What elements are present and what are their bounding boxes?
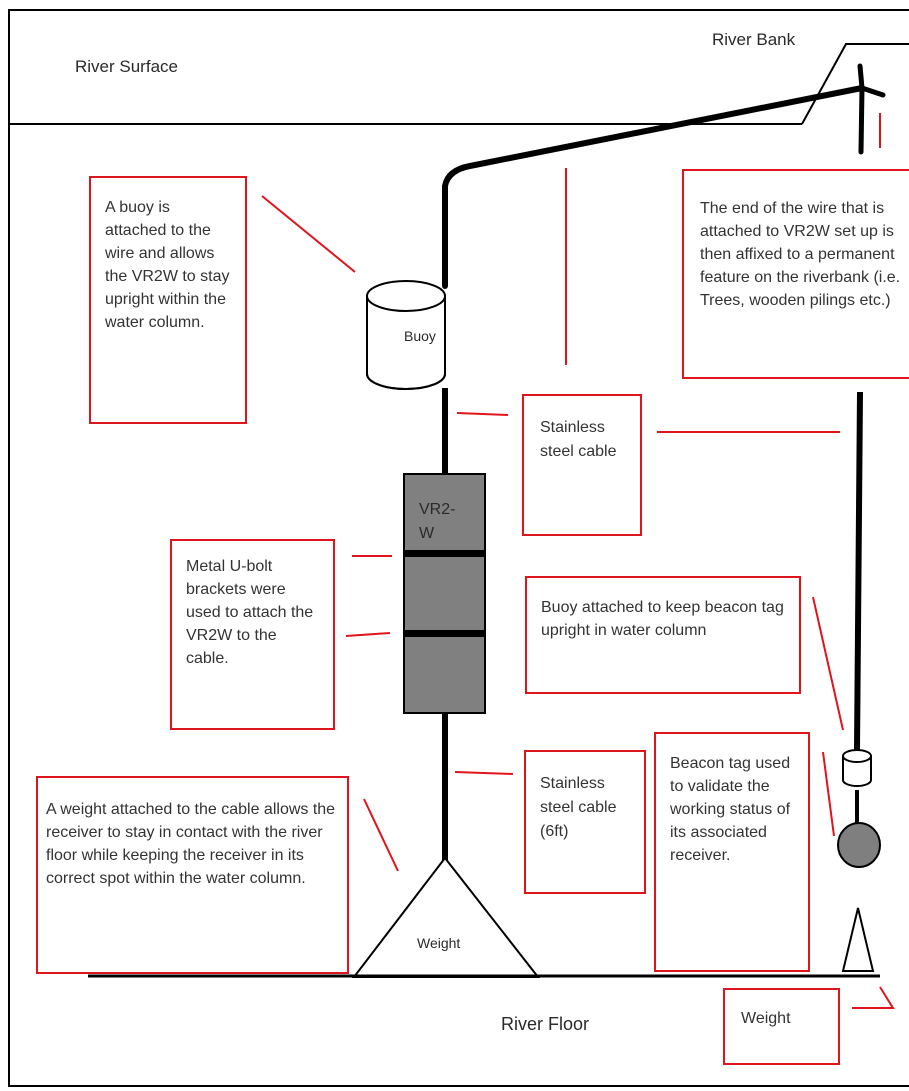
callout-small-weight: Weight	[723, 988, 840, 1065]
callout-cable-upper-text: Stainless steel cable	[540, 419, 617, 460]
leader-small-weight	[852, 986, 895, 1009]
callout-cable-lower: Stainless steel cable (6ft)	[524, 750, 646, 894]
callout-cable-lower-text: Stainless steel cable (6ft)	[540, 775, 617, 840]
callout-wire-end-text: The end of the wire that is attached to …	[700, 200, 901, 309]
weight-shape	[351, 856, 541, 978]
vr2w-label: VR2- W	[419, 501, 456, 542]
callout-buoy-text: A buoy is attached to the wire and allow…	[105, 199, 230, 331]
callout-small-weight-text: Weight	[741, 1010, 791, 1027]
callout-beacon-tag: Beacon tag used to validate the working …	[654, 732, 810, 972]
callout-weight-text: A weight attached to the cable allows th…	[46, 801, 336, 887]
river-bank-label: River Bank	[712, 30, 796, 49]
leader-cable-lower	[454, 771, 514, 775]
bank-anchor-stake	[857, 63, 886, 155]
callout-ubolt-text: Metal U-bolt brackets were used to attac…	[186, 558, 314, 667]
leader-weight	[363, 798, 399, 872]
buoy-top	[366, 280, 446, 312]
callout-beacon-tag-text: Beacon tag used to validate the working …	[670, 755, 791, 864]
beacon-tag-shape	[837, 822, 881, 868]
buoy-label: Buoy	[404, 328, 436, 344]
river-floor-label: River Floor	[501, 1014, 590, 1034]
leader-ubolt-lower	[345, 632, 391, 637]
callout-beacon-buoy: Buoy attached to keep beacon tag upright…	[525, 576, 801, 694]
u-bolt-bracket-upper	[404, 550, 485, 557]
leader-buoy	[261, 195, 356, 273]
callout-buoy: A buoy is attached to the wire and allow…	[89, 176, 247, 424]
vr2w-receiver	[403, 473, 486, 714]
callout-cable-upper: Stainless steel cable	[522, 394, 642, 536]
callout-wire-end: The end of the wire that is attached to …	[682, 169, 909, 379]
callout-weight: A weight attached to the cable allows th…	[36, 776, 349, 974]
river-bank-outline	[801, 43, 909, 125]
buoy-bottom-edge	[366, 373, 446, 390]
beacon-buoy-top	[842, 749, 872, 763]
small-weight-shape	[841, 907, 875, 972]
callout-ubolt: Metal U-bolt brackets were used to attac…	[170, 539, 335, 730]
callout-beacon-buoy-text: Buoy attached to keep beacon tag upright…	[541, 599, 784, 639]
leader-beacon-buoy	[812, 596, 844, 731]
beacon-buoy-shape	[842, 756, 872, 787]
main-cable-top	[442, 85, 865, 289]
river-surface-label: River Surface	[75, 57, 178, 76]
leader-cable-upper	[456, 412, 509, 416]
weight-label: Weight	[417, 935, 461, 951]
leader-beacon-tag	[822, 751, 835, 837]
u-bolt-bracket-lower	[404, 630, 485, 637]
beacon-line-upper	[854, 391, 863, 751]
diagram-frame	[8, 9, 909, 1087]
